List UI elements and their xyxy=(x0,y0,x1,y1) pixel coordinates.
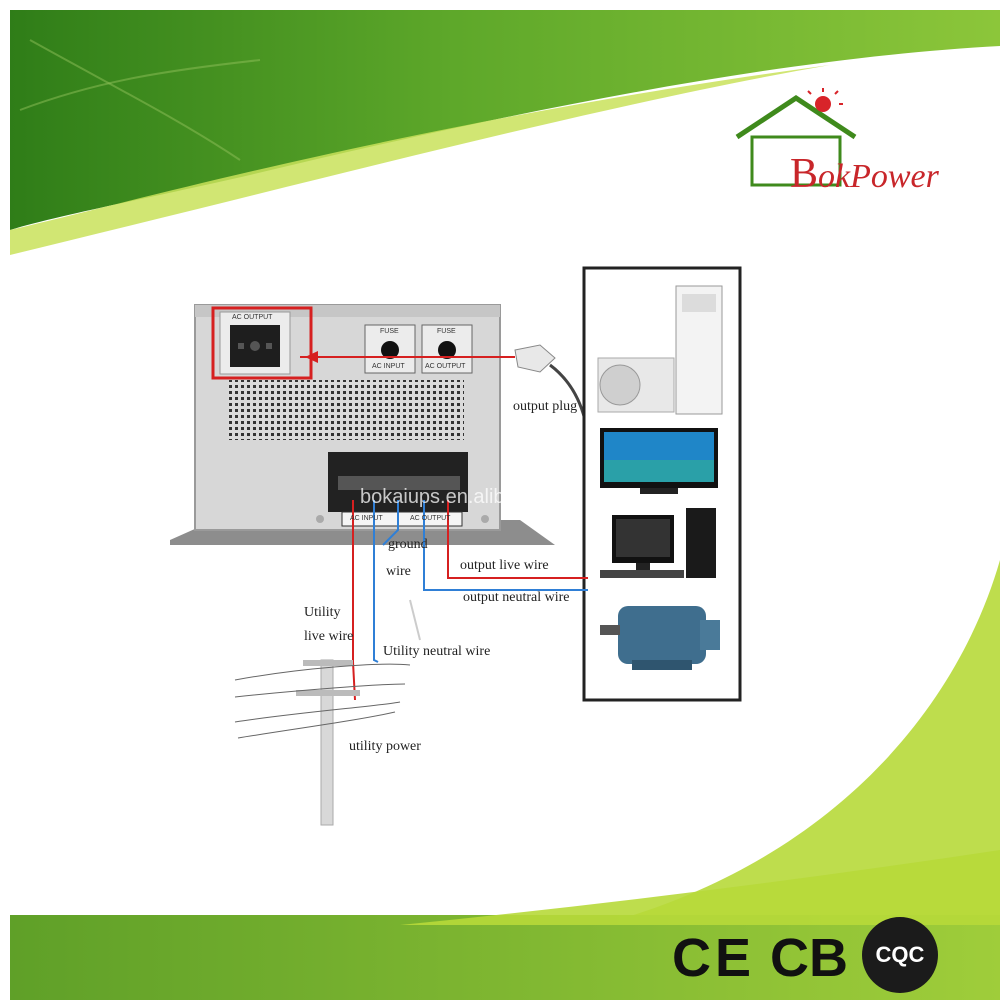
right-lime-swoosh xyxy=(600,560,1000,925)
appliances-panel xyxy=(582,266,742,702)
bottom-green-bar xyxy=(10,915,1000,1000)
output-plug-icon xyxy=(300,344,587,421)
brand-name: okPower xyxy=(818,158,939,195)
output-neutral-wire xyxy=(423,500,588,591)
utility-pole-icon xyxy=(234,659,411,826)
socket-highlight-box xyxy=(211,306,313,380)
house-logo-icon xyxy=(735,88,857,187)
top-green-banner xyxy=(10,10,1000,230)
ground-wire-label-1: ground xyxy=(388,537,428,552)
fuse-right-icon xyxy=(438,341,456,359)
utility-neutral-wire xyxy=(373,500,379,663)
utility-neutral-wire-label: Utility neutral wire xyxy=(383,644,491,659)
cqc-mark: CQC xyxy=(862,917,938,993)
fuse-right-label: FUSE xyxy=(437,328,456,335)
socket-label: AC OUTPUT xyxy=(232,314,273,321)
output-plug-label: output plug xyxy=(513,399,578,414)
terminal-ac-output-label: AC OUTPUT xyxy=(410,515,451,522)
terminal-ac-input-label: AC INPUT xyxy=(350,515,383,522)
ac-output-label: AC OUTPUT xyxy=(425,363,466,370)
brand-initial: B xyxy=(790,151,819,197)
output-live-wire xyxy=(447,500,588,579)
utility-power-label: utility power xyxy=(349,739,421,754)
fuse-left-icon xyxy=(381,341,399,359)
ce-mark: CE xyxy=(672,928,756,988)
vent-grille xyxy=(228,380,464,440)
output-neutral-wire-label: output neutral wire xyxy=(463,590,570,605)
fuse-left-label: FUSE xyxy=(380,328,399,335)
output-live-wire-label: output live wire xyxy=(460,558,549,573)
ground-wire-label-2: wire xyxy=(386,564,411,579)
utility-live-label-2: live wire xyxy=(304,629,354,644)
electric-motor-icon xyxy=(600,606,720,670)
air-conditioner-icon xyxy=(597,285,723,415)
television-icon xyxy=(600,428,718,494)
computer-icon xyxy=(600,508,716,578)
utility-live-label-1: Utility xyxy=(304,605,341,620)
ac-input-label: AC INPUT xyxy=(372,363,405,370)
cb-mark: CB xyxy=(770,928,848,988)
brand-logo-text: BokPower xyxy=(790,150,939,198)
inverter-unit xyxy=(170,304,555,545)
watermark-text: bokaiups.en.alibaba.com xyxy=(360,486,582,508)
cqc-mark-text: CQC xyxy=(875,942,925,967)
